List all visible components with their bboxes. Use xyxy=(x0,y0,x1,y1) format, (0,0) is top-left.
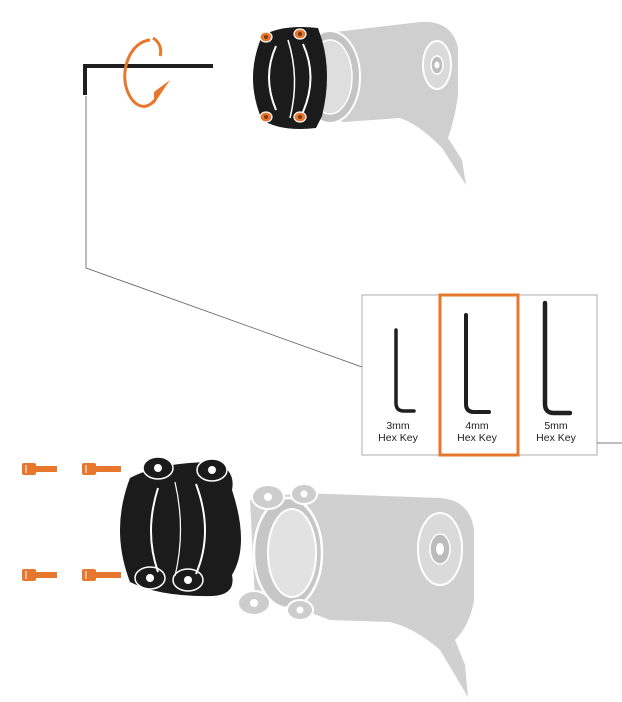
rotation-arrow-icon xyxy=(125,38,170,106)
hex-key-name: Hex Key xyxy=(516,432,596,444)
bolt-icon xyxy=(22,569,57,581)
hex-key-size: 5mm xyxy=(516,420,596,432)
hex-key-size: 4mm xyxy=(437,420,517,432)
hex-key-label-4mm: 4mm Hex Key xyxy=(437,420,517,444)
bolt-icon xyxy=(82,569,121,581)
hex-key-label-3mm: 3mm Hex Key xyxy=(358,420,438,444)
bolts xyxy=(22,463,121,581)
leader-line xyxy=(86,96,362,367)
hex-key-label-5mm: 5mm Hex Key xyxy=(516,420,596,444)
bolt-icon xyxy=(22,463,57,475)
hex-key-wrench-icon xyxy=(85,66,213,95)
hex-key-name: Hex Key xyxy=(358,432,438,444)
bottom-faceplate xyxy=(120,457,241,596)
top-assembled-stem xyxy=(253,22,466,185)
hex-key-size: 3mm xyxy=(358,420,438,432)
bottom-stem xyxy=(238,484,474,697)
bolt-icon xyxy=(82,463,121,475)
hex-key-name: Hex Key xyxy=(437,432,517,444)
